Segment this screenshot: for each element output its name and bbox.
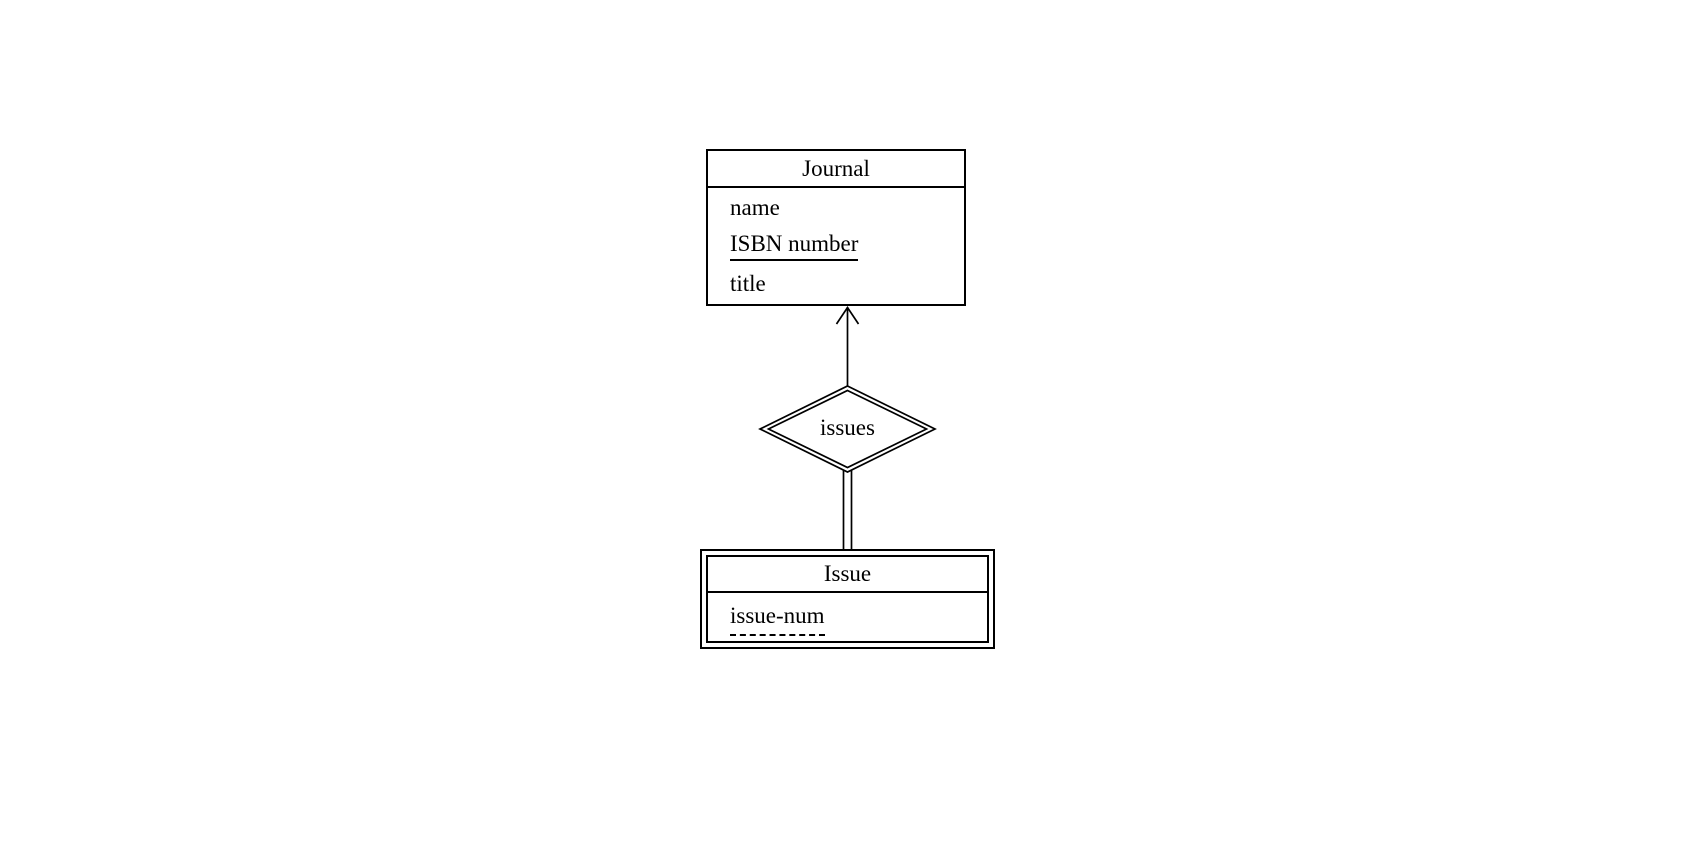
attribute-title: title — [730, 271, 766, 296]
attribute-name: name — [730, 195, 780, 220]
entity-issue-title: Issue — [708, 557, 987, 593]
relationship-label-issues: issues — [820, 415, 875, 440]
attribute-isbn-number: ISBN number — [730, 227, 964, 265]
relationship-diamond-inner — [766, 389, 929, 469]
entity-journal-attributes: name ISBN number title — [708, 188, 964, 303]
entity-issue-outer-border: Issue issue-num — [700, 549, 995, 649]
open-arrowhead-icon — [835, 305, 860, 325]
partial-key-underline: issue-num — [730, 603, 825, 636]
entity-journal-title: Journal — [708, 151, 964, 188]
relationship-diamond-outer — [758, 385, 937, 473]
entity-journal: Journal name ISBN number title — [706, 149, 966, 306]
entity-issue: Issue issue-num — [706, 555, 989, 643]
entity-issue-attributes: issue-num — [708, 593, 987, 638]
primary-key-underline: ISBN number — [730, 231, 859, 261]
attribute-issue-num: issue-num — [730, 600, 987, 638]
